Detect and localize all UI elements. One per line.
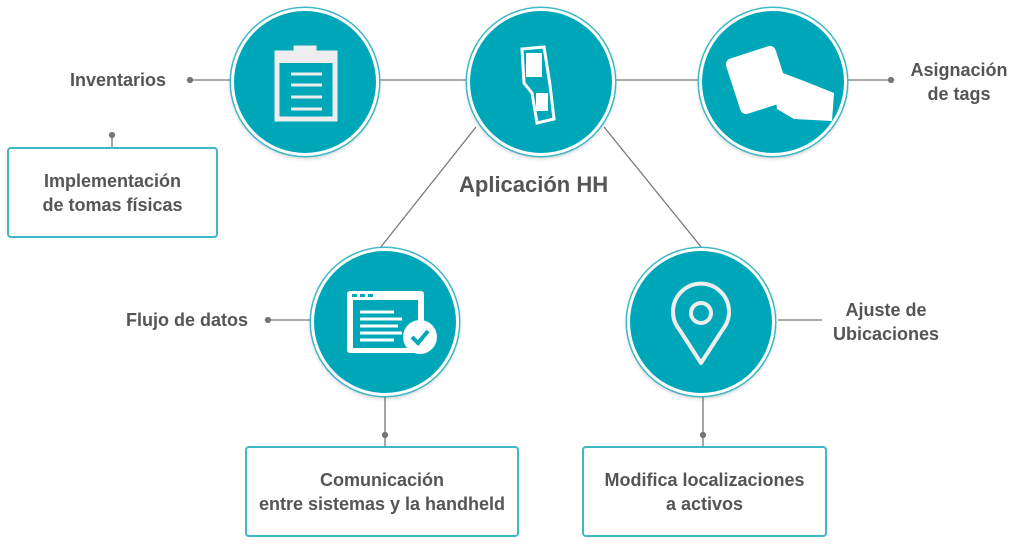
label-line: Ajuste de [845, 300, 927, 320]
hand-card-icon [725, 45, 834, 121]
flujo-circle [311, 248, 459, 396]
flujo-box: Comunicación entre sistemas y la handhel… [245, 446, 519, 537]
box-line: Comunicación [319, 469, 444, 490]
ubicaciones-circle [627, 248, 775, 396]
box-line: Modifica localizaciones [604, 469, 805, 490]
label-line: Asignación [910, 60, 1008, 80]
handheld-scanner-icon [520, 45, 556, 125]
box-line: de tomas físicas [42, 194, 183, 215]
center-circle [467, 8, 615, 156]
center-title: Aplicación HH [459, 172, 609, 197]
tags-circle [699, 8, 847, 156]
tags-label: Asignación de tags [900, 58, 1015, 106]
location-pin-icon [671, 281, 731, 365]
box-line: Implementación [43, 170, 182, 191]
inventarios-label: Inventarios [70, 70, 167, 90]
ubicaciones-label: Ajuste de Ubicaciones [826, 298, 946, 346]
box-line: a activos [665, 493, 744, 514]
inventarios-circle [231, 8, 379, 156]
clipboard-icon [274, 45, 338, 122]
label-line: de tags [927, 84, 991, 104]
window-check-icon [347, 291, 437, 354]
ubicaciones-box: Modifica localizaciones a activos [582, 446, 827, 537]
label-line: Ubicaciones [832, 324, 940, 344]
box-line: entre sistemas y la handheld [258, 493, 506, 514]
inventarios-box: Implementación de tomas físicas [7, 147, 218, 238]
flujo-label: Flujo de datos [126, 310, 249, 330]
